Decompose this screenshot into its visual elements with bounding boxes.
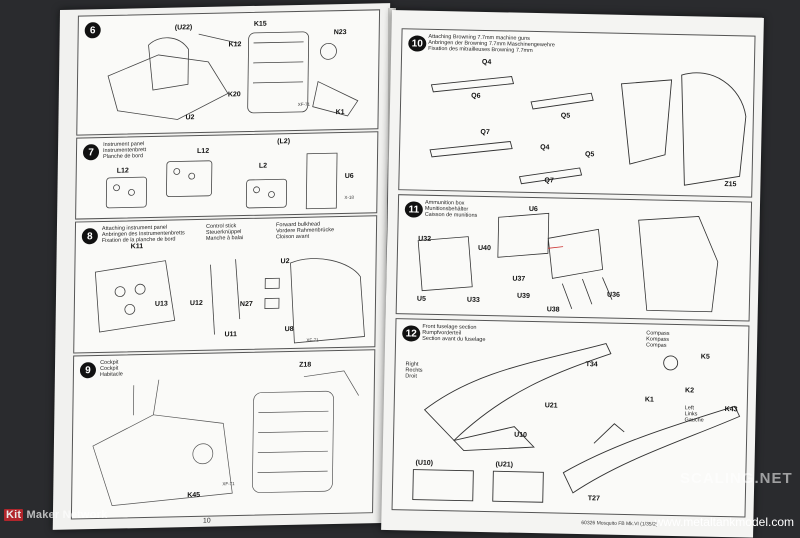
part-label: U2 (280, 258, 290, 266)
step-8-drawing (94, 258, 365, 344)
part-label: Q4 (540, 144, 550, 152)
part-label: U6 (528, 205, 538, 214)
part-label: L2 (258, 162, 268, 170)
part-label: K20 (227, 91, 241, 99)
part-label: U37 (512, 275, 526, 283)
part-label: Q4 (481, 58, 492, 67)
part-label: U32 (418, 235, 432, 243)
part-label: U21 (544, 402, 558, 410)
page-footer-text: 60326 Mosquito FB Mk.VI (1/35/2) (581, 520, 658, 528)
part-label: U10 (514, 431, 528, 439)
part-label: Z18 (299, 361, 312, 369)
overlay-watermark-text: SCALING.NET (680, 470, 793, 487)
part-label: U8 (284, 325, 294, 334)
part-label: U40 (477, 244, 491, 253)
part-label: Q7 (480, 128, 490, 137)
part-label: K2 (685, 387, 695, 395)
paint-code: XF-71 (306, 337, 319, 343)
part-label: (L2) (277, 138, 291, 146)
part-label: U33 (466, 296, 480, 304)
part-label: K11 (130, 243, 144, 251)
page-number-left: 10 (202, 517, 211, 525)
step-11-panel: 11 Ammunition box Munitionsbehälter Cais… (395, 194, 753, 322)
kitmaker-logo-k: Kit (4, 509, 24, 521)
part-label: L12 (116, 167, 129, 175)
part-label: K1 (644, 396, 654, 404)
part-label: Q6 (471, 92, 481, 100)
step-9-drawing (92, 370, 359, 507)
part-label: U38 (546, 306, 560, 314)
step-6-drawing (107, 31, 359, 120)
part-label: U12 (189, 299, 203, 308)
part-label: U5 (416, 295, 426, 303)
step-7-drawing (105, 152, 338, 210)
step-9-panel: 9 Cockpit Cockpit Habitacle Z18 K45 XF-7… (70, 349, 376, 520)
part-label: U11 (224, 331, 238, 339)
part-label: U2 (185, 114, 195, 122)
site-url-watermark: www.metaltankmodel.com (654, 515, 794, 529)
part-label: Q5 (584, 151, 595, 159)
part-label: K1 (335, 108, 345, 117)
part-label: K5 (700, 353, 710, 361)
part-label: U36 (607, 291, 620, 299)
part-label: N27 (239, 300, 253, 309)
step-10-panel: 10 Attaching Browning 7.7mm machine guns… (398, 28, 756, 198)
part-label: T27 (587, 495, 600, 503)
part-label: N23 (333, 28, 347, 37)
paint-code: XF-71 (297, 101, 311, 107)
part-label: (U21) (495, 461, 514, 469)
step-8-panel: 8 Attaching instrument panel Anbringen d… (73, 215, 378, 354)
part-label: Q7 (544, 177, 554, 185)
part-label: T34 (585, 361, 598, 369)
step-10-drawing (429, 72, 747, 186)
step-11-drawing (417, 212, 719, 313)
part-label: (U22) (174, 24, 193, 32)
kitmaker-logo-text: Maker Network (26, 509, 108, 521)
part-label: U39 (516, 292, 530, 300)
step-12-drawing (412, 343, 741, 503)
step-6-panel: 6 (U22) K15 K12 N23 K20 U2 K1 XF-71 (76, 9, 381, 136)
part-label: Z15 (724, 181, 737, 189)
part-label: Q5 (560, 112, 571, 120)
step-7-panel: 7 Instrument panel Instrumentenbrett Pla… (75, 131, 379, 220)
part-label: K15 (253, 20, 267, 28)
part-label: K12 (228, 41, 242, 49)
kitmaker-watermark: Kit Maker Network (4, 509, 107, 521)
part-label: U13 (154, 300, 168, 308)
part-label: K45 (187, 491, 201, 500)
part-label: (U10) (415, 459, 434, 467)
part-label: U6 (344, 172, 354, 180)
instruction-page-left: 6 (U22) K15 K12 N23 K20 U2 K1 XF-71 (52, 3, 391, 530)
part-label: K43 (724, 406, 738, 414)
part-label: L12 (197, 147, 210, 156)
paint-code: X-18 (344, 194, 354, 200)
paint-code: XF-71 (222, 481, 235, 487)
step-12-panel: 12 Front fuselage section Rumpfvordertei… (391, 318, 750, 518)
instruction-page-right: 10 Attaching Browning 7.7mm machine guns… (381, 10, 764, 538)
